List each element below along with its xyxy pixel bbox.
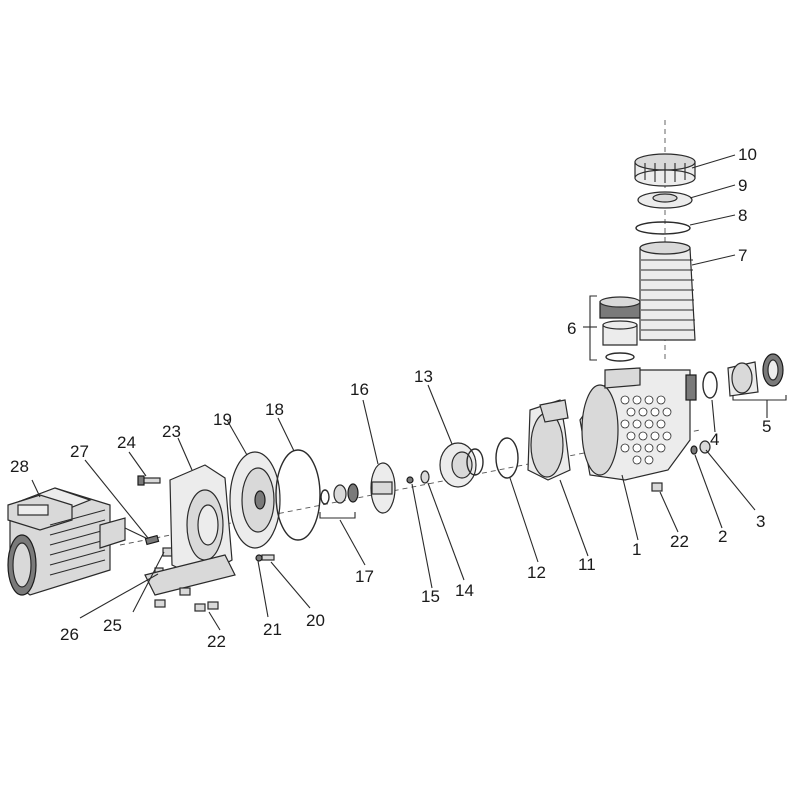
- callout-11: 11: [578, 555, 596, 574]
- callout-16: 16: [350, 380, 369, 399]
- o-ring-4: [702, 371, 718, 399]
- callout-9: 9: [738, 176, 747, 195]
- screws-20-21: [255, 554, 275, 562]
- diffuser: [439, 442, 484, 488]
- callout-25: 25: [103, 616, 122, 635]
- callout-7: 7: [738, 246, 747, 265]
- feet-left: [154, 587, 219, 612]
- bolt-24: [137, 475, 161, 486]
- callout-24: 24: [117, 433, 136, 452]
- diffuser-gasket: [275, 449, 321, 541]
- callout-6: 6: [567, 319, 576, 338]
- callout-18: 18: [265, 400, 284, 419]
- callout-28: 28: [10, 457, 29, 476]
- seal-set: [319, 483, 359, 519]
- strainer-mesh: [620, 395, 672, 465]
- callout-10: 10: [738, 145, 757, 164]
- callout-19: 19: [213, 410, 232, 429]
- callout-2: 2: [718, 527, 727, 546]
- callout-3: 3: [756, 512, 765, 531]
- strainer-basket: [639, 241, 696, 341]
- callout-27: 27: [70, 442, 89, 461]
- foot-right: [651, 482, 663, 492]
- callout-26: 26: [60, 625, 79, 644]
- impeller-fasteners: [406, 470, 430, 484]
- callout-17: 17: [355, 567, 374, 586]
- callout-12: 12: [527, 563, 546, 582]
- callout-22-left: 22: [207, 632, 226, 651]
- motor-bracket: [144, 464, 236, 596]
- leader-lines: [31, 154, 768, 631]
- callout-14: 14: [455, 581, 474, 600]
- lid-o-ring: [635, 221, 691, 235]
- impeller: [370, 462, 396, 514]
- fittings-6: [589, 295, 641, 362]
- shaft-key: [144, 534, 160, 546]
- union-5: [727, 353, 787, 401]
- callout-22-right: 22: [670, 532, 689, 551]
- drain-plugs: [690, 440, 711, 455]
- callout-23: 23: [162, 422, 181, 441]
- callout-21: 21: [263, 620, 282, 639]
- callout-1: 1: [632, 540, 641, 559]
- lid-ring: [634, 153, 696, 187]
- callout-8: 8: [738, 206, 747, 225]
- callouts: 10 9 8 7 6 4 5 3 2 1 22 11 12 14 15 13 1…: [10, 145, 771, 651]
- lid: [637, 191, 693, 209]
- motor: [7, 487, 151, 596]
- pump-body: [579, 367, 697, 481]
- housing-cover: [527, 399, 571, 481]
- callout-5: 5: [762, 417, 771, 436]
- o-ring-12: [495, 437, 519, 479]
- callout-20: 20: [306, 611, 325, 630]
- callout-4: 4: [710, 430, 719, 449]
- callout-13: 13: [414, 367, 433, 386]
- diffuser-plate: [229, 451, 281, 549]
- callout-15: 15: [421, 587, 440, 606]
